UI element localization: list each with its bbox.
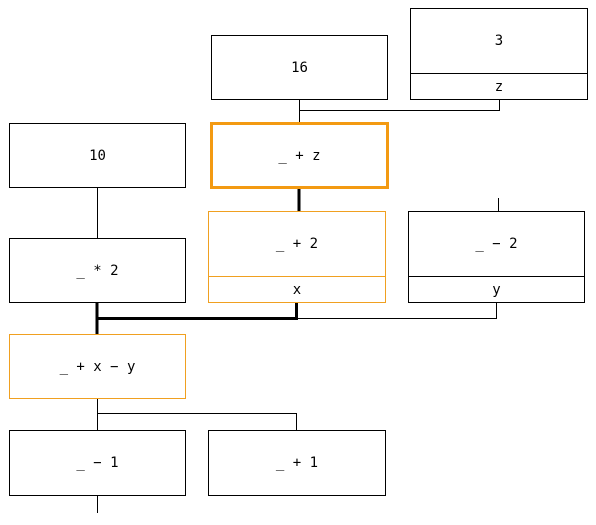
node-expression: 3: [494, 33, 504, 49]
sub-2-node[interactable]: _ − 2 y: [408, 211, 585, 303]
node-expression: _ − 2: [475, 236, 518, 252]
const-10-node[interactable]: 10: [9, 123, 186, 188]
variable-label-z: z: [411, 73, 587, 99]
node-expression: _ − 1: [76, 455, 119, 471]
node-expression: _ * 2: [76, 262, 119, 279]
mul-2-node[interactable]: _ * 2: [9, 238, 186, 303]
node-expression: _ + 2: [275, 236, 319, 252]
variable-label-x: x: [209, 276, 385, 302]
const-16-node[interactable]: 16: [211, 35, 388, 100]
node-expression: _ + x − y: [59, 358, 136, 375]
add-2-node[interactable]: _ + 2 x: [208, 211, 386, 303]
node-expression: 16: [291, 59, 308, 76]
node-expression: _ + z: [278, 147, 321, 164]
plus-1-node[interactable]: _ + 1: [208, 430, 386, 496]
wire-z-to-add-z: [299, 99, 500, 123]
add-x-minus-y-node[interactable]: _ + x − y: [9, 334, 186, 399]
add-z-node[interactable]: _ + z: [210, 122, 389, 189]
variable-label-y: y: [409, 276, 584, 302]
const-3-node[interactable]: 3 z: [410, 8, 588, 100]
wire-add-x-y-to-plus-1: [97, 413, 297, 430]
node-expression: 10: [89, 147, 106, 164]
wire-x-to-add-x-y: [95, 302, 298, 320]
node-expression: _ + 1: [275, 455, 319, 471]
minus-1-node[interactable]: _ − 1: [9, 430, 186, 496]
